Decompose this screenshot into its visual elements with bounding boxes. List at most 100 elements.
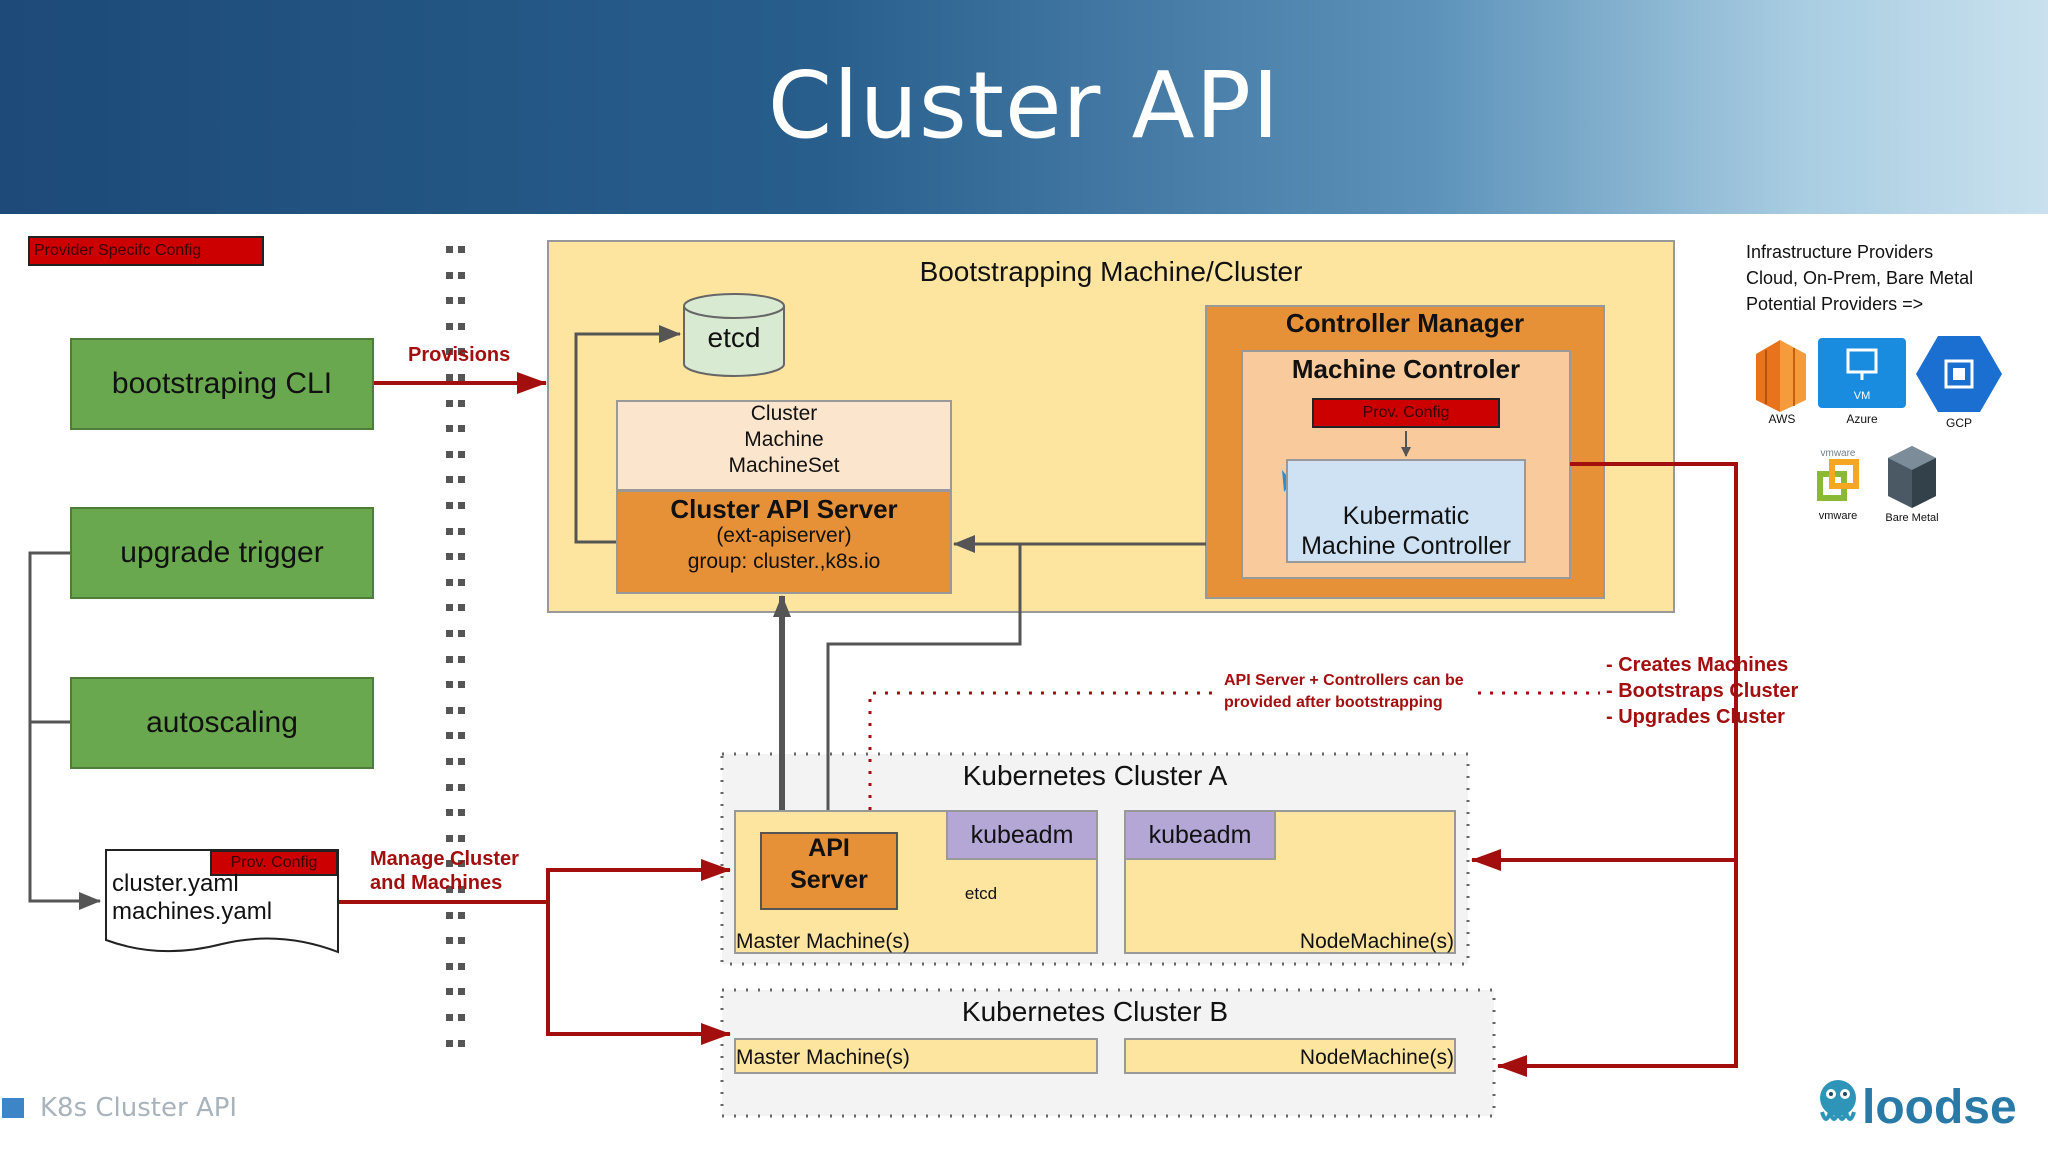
separator-dot [458, 963, 465, 970]
api-to-etcd-arrow [574, 325, 681, 544]
separator-dot [446, 988, 453, 995]
separator-dot [446, 732, 453, 739]
separator-dot [458, 553, 465, 560]
separator-dot [458, 835, 465, 842]
api-to-cluster-line [826, 544, 1022, 830]
providers-line2: Cloud, On-Prem, Bare Metal [1746, 268, 1974, 288]
etcd-label: etcd [707, 322, 761, 353]
separator-dot [458, 937, 465, 944]
cluster-a-api-line1: API [808, 834, 850, 862]
header-banner [0, 0, 2048, 214]
cluster-b-master-box [734, 1038, 1098, 1074]
separator-dot [446, 784, 453, 791]
vmware-label: vmware [1818, 510, 1858, 522]
controller-arrow-a [1471, 462, 1738, 871]
separator-dot [446, 707, 453, 714]
separator-dot [458, 758, 465, 765]
separator-dot [458, 451, 465, 458]
manage-label-line2: and Machines [370, 872, 503, 894]
providers-line1: Infrastructure Providers [1746, 242, 1934, 262]
separator-dots [446, 246, 465, 1047]
vmware-icon [1817, 459, 1859, 501]
separator-dot [446, 451, 453, 458]
separator-dot [446, 809, 453, 816]
separator-dot [446, 323, 453, 330]
separator-dot [446, 502, 453, 509]
note-line2: provided after bootstrapping [1224, 694, 1443, 711]
bare-metal-label: Bare Metal [1885, 512, 1939, 524]
upgrades-cluster: - Upgrades Cluster [1606, 706, 1785, 728]
separator-dot [446, 860, 453, 867]
separator-dot [458, 809, 465, 816]
loodse-logo-icon [1820, 1080, 1856, 1121]
cluster-a-api-server-box [760, 832, 898, 910]
azure-icon [1818, 338, 1906, 408]
resource-machineset: MachineSet [728, 454, 840, 477]
separator-dot [458, 246, 465, 253]
mc-prov-config-tag: Prov. Config [1312, 398, 1500, 428]
gcp-icon [1916, 336, 2002, 412]
separator-dot [446, 912, 453, 919]
cluster-api-server-sub2: group: cluster.,k8s.io [687, 550, 881, 573]
separator-dot [458, 348, 465, 355]
controller-manager-title: Controller Manager [1285, 308, 1525, 338]
azure-vm-label: VM [1853, 390, 1871, 402]
provider-config-tag: Provider Specifc Config [28, 236, 264, 266]
separator-dot [458, 400, 465, 407]
cluster-api-server-sub1: (ext-apiserver) [716, 524, 852, 547]
kubeadm-node-box: kubeadm [1124, 810, 1276, 860]
cluster-b-title: Kubernetes Cluster B [961, 996, 1229, 1027]
separator-dot [446, 1040, 453, 1047]
etcd-cylinder [683, 293, 785, 377]
separator-dot [458, 1014, 465, 1021]
bootstrapping-title: Bootstrapping Machine/Cluster [919, 256, 1303, 287]
separator-dot [446, 1014, 453, 1021]
separator-dot [446, 758, 453, 765]
footer-brand: loodse [1862, 1081, 2017, 1134]
separator-dot [446, 630, 453, 637]
separator-dot [458, 707, 465, 714]
separator-dot [458, 656, 465, 663]
note-dotted-arrow [865, 691, 1212, 829]
autoscaling-box: autoscaling [70, 677, 374, 769]
separator-dot [446, 272, 453, 279]
separator-dot [458, 988, 465, 995]
azure-label: Azure [1846, 412, 1878, 426]
separator-dot [446, 553, 453, 560]
manage-arrow-a [338, 859, 731, 904]
kubermatic-line2: Machine Controller [1301, 532, 1511, 560]
separator-dot [446, 400, 453, 407]
separator-dot [458, 1040, 465, 1047]
upgrade-trigger-box: upgrade trigger [70, 507, 374, 599]
footer-marker [2, 1098, 24, 1118]
separator-dot [446, 886, 453, 893]
separator-dot [446, 937, 453, 944]
separator-dot [458, 630, 465, 637]
doc-line-machines: machines.yaml [112, 898, 273, 925]
note-line1: API Server + Controllers can be [1224, 672, 1464, 689]
bootstrap-cli-box: bootstraping CLI [70, 338, 374, 430]
resource-cluster: Cluster [750, 402, 818, 425]
separator-dot [446, 963, 453, 970]
separator-dot [446, 374, 453, 381]
cluster-a-api-line2: Server [790, 866, 868, 894]
doc-line-cluster: cluster.yaml [112, 870, 239, 897]
separator-dot [458, 604, 465, 611]
footer-label: K8s Cluster API [40, 1093, 238, 1123]
separator-dot [446, 681, 453, 688]
manage-arrow-b [546, 902, 731, 1045]
separator-dot [458, 886, 465, 893]
separator-dot [458, 476, 465, 483]
separator-dot [458, 784, 465, 791]
controller-arrow-b [1497, 860, 1738, 1077]
cluster-a-node-label: NodeMachine(s) [1299, 930, 1454, 953]
vmware-brand-label: vmware [1820, 448, 1856, 459]
bare-metal-icon [1888, 446, 1936, 508]
creates-machines: - Creates Machines [1606, 654, 1789, 676]
separator-dot [458, 297, 465, 304]
cluster-a-etcd-label: etcd [964, 884, 998, 903]
cluster-a-title: Kubernetes Cluster A [962, 760, 1228, 791]
separator-dot [458, 528, 465, 535]
separator-dot [458, 860, 465, 867]
cluster-api-server-title: Cluster API Server [670, 494, 898, 524]
